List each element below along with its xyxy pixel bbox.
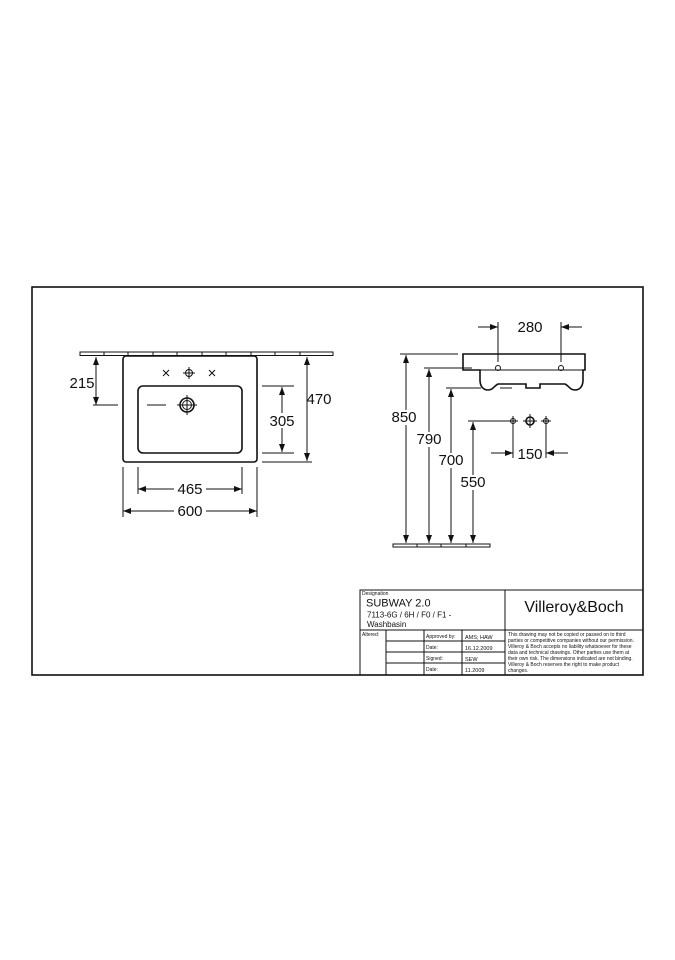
approved-value: AMS; HAW xyxy=(465,635,493,641)
drawing-frame xyxy=(31,286,644,676)
dim-550: 550 xyxy=(460,474,485,491)
designation-label: Designation xyxy=(362,591,389,597)
disclaimer-line: This drawing may not be copied or passed… xyxy=(508,632,626,638)
dim-280: 280 xyxy=(517,319,542,336)
disclaimer: This drawing may not be copied or passed… xyxy=(508,632,634,674)
disclaimer-line: parties or competitive companies without… xyxy=(508,638,634,644)
bowl-outline xyxy=(137,385,243,454)
disclaimer-line: Villeroy & Boch reserves the right to ma… xyxy=(508,662,620,668)
altered-label: Altered: xyxy=(362,632,379,638)
article-number: 7113-6G / 6H / F0 / F1 - xyxy=(367,611,452,620)
disclaimer-line: changes. xyxy=(508,668,528,674)
disclaimer-line: Villeroy & Boch accepts no liability wha… xyxy=(508,644,632,650)
dim-305: 305 xyxy=(269,413,294,430)
wall-holes xyxy=(508,414,551,428)
product-name: SUBWAY 2.0 xyxy=(366,598,431,610)
dim-700: 700 xyxy=(438,452,463,469)
basin-outline xyxy=(122,355,258,463)
floor-line xyxy=(392,543,491,548)
dim-465: 465 xyxy=(177,481,202,498)
title-block: Designation SUBWAY 2.0 7113-6G / 6H / F0… xyxy=(359,589,644,676)
side-view: 280 850 790 700 550 150 xyxy=(391,319,586,548)
disclaimer-line: their own risk. The dimensions indicated… xyxy=(508,656,633,662)
signed-value: SEW xyxy=(465,657,478,663)
signed-label: Signed: xyxy=(426,656,443,662)
front-view: 215 470 305 465 600 xyxy=(69,351,334,520)
drain-icon xyxy=(177,395,197,415)
dim-850: 850 xyxy=(391,409,416,426)
dim-470: 470 xyxy=(306,391,331,408)
dim-215: 215 xyxy=(69,375,94,392)
brand-logo: Villeroy&Boch xyxy=(524,599,623,616)
wall-line xyxy=(79,351,334,356)
dim-150: 150 xyxy=(517,446,542,463)
tap-holes xyxy=(162,367,216,379)
date-value: 16.12.2009 xyxy=(465,646,493,652)
dim-600: 600 xyxy=(177,503,202,520)
dim-790: 790 xyxy=(416,431,441,448)
basin-side-outline xyxy=(462,353,586,391)
date-label: Date: xyxy=(426,645,438,651)
article-type: Washbasin xyxy=(367,620,406,629)
disclaimer-line: data and technical drawings. Other parti… xyxy=(508,650,630,656)
date2-label: Date: xyxy=(426,667,438,673)
date2-value: 11.2009 xyxy=(465,668,484,674)
approved-label: Approved by: xyxy=(426,634,455,640)
